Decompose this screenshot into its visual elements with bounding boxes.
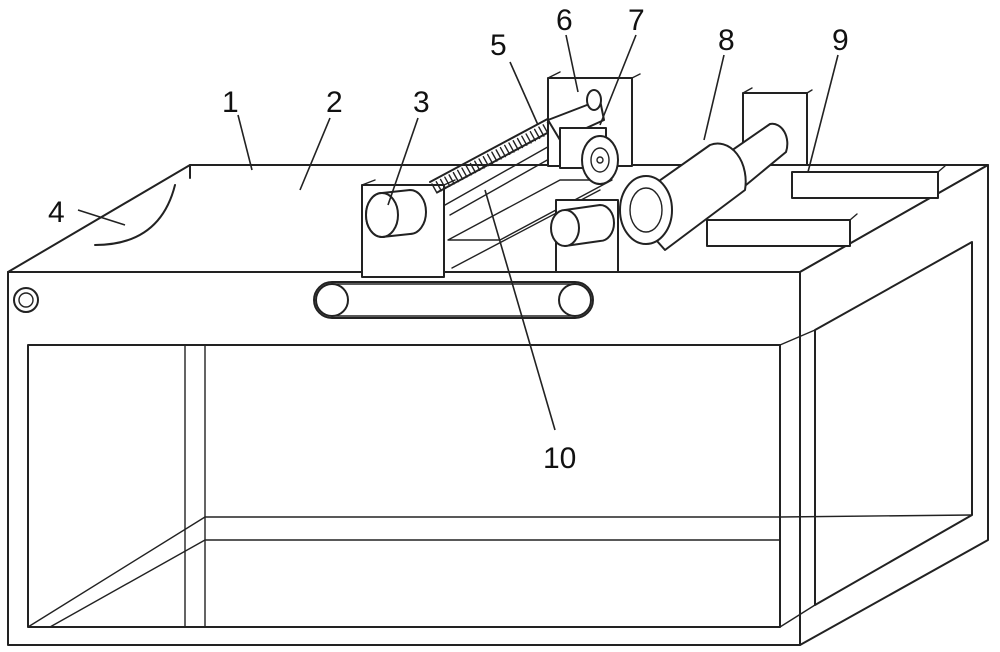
press-roller bbox=[619, 87, 813, 251]
cutter-assembly bbox=[547, 71, 641, 185]
frame bbox=[7, 164, 989, 646]
front-roller-block bbox=[550, 199, 619, 273]
label-part-3: 3 bbox=[413, 86, 430, 119]
leader-lines bbox=[77, 34, 839, 431]
guide-rails bbox=[706, 165, 946, 247]
label-part-2: 2 bbox=[326, 86, 343, 119]
label-part-4: 4 bbox=[48, 196, 65, 229]
front-face bbox=[7, 271, 801, 646]
label-part-5: 5 bbox=[490, 29, 507, 62]
belt-conveyor bbox=[313, 281, 594, 319]
label-part-7: 7 bbox=[628, 4, 645, 37]
part-labels: 1 2 3 4 5 6 7 8 9 10 bbox=[48, 4, 849, 475]
cutout bbox=[94, 184, 176, 246]
lead-screw bbox=[429, 114, 566, 216]
left-bearing-block bbox=[361, 179, 456, 278]
cutter-disc bbox=[581, 135, 619, 185]
right-face bbox=[799, 164, 989, 646]
label-part-8: 8 bbox=[718, 24, 735, 57]
label-part-1: 1 bbox=[222, 86, 239, 119]
label-part-6: 6 bbox=[556, 4, 573, 37]
bolt bbox=[13, 287, 39, 313]
label-part-10: 10 bbox=[543, 442, 576, 475]
label-part-9: 9 bbox=[832, 24, 849, 57]
